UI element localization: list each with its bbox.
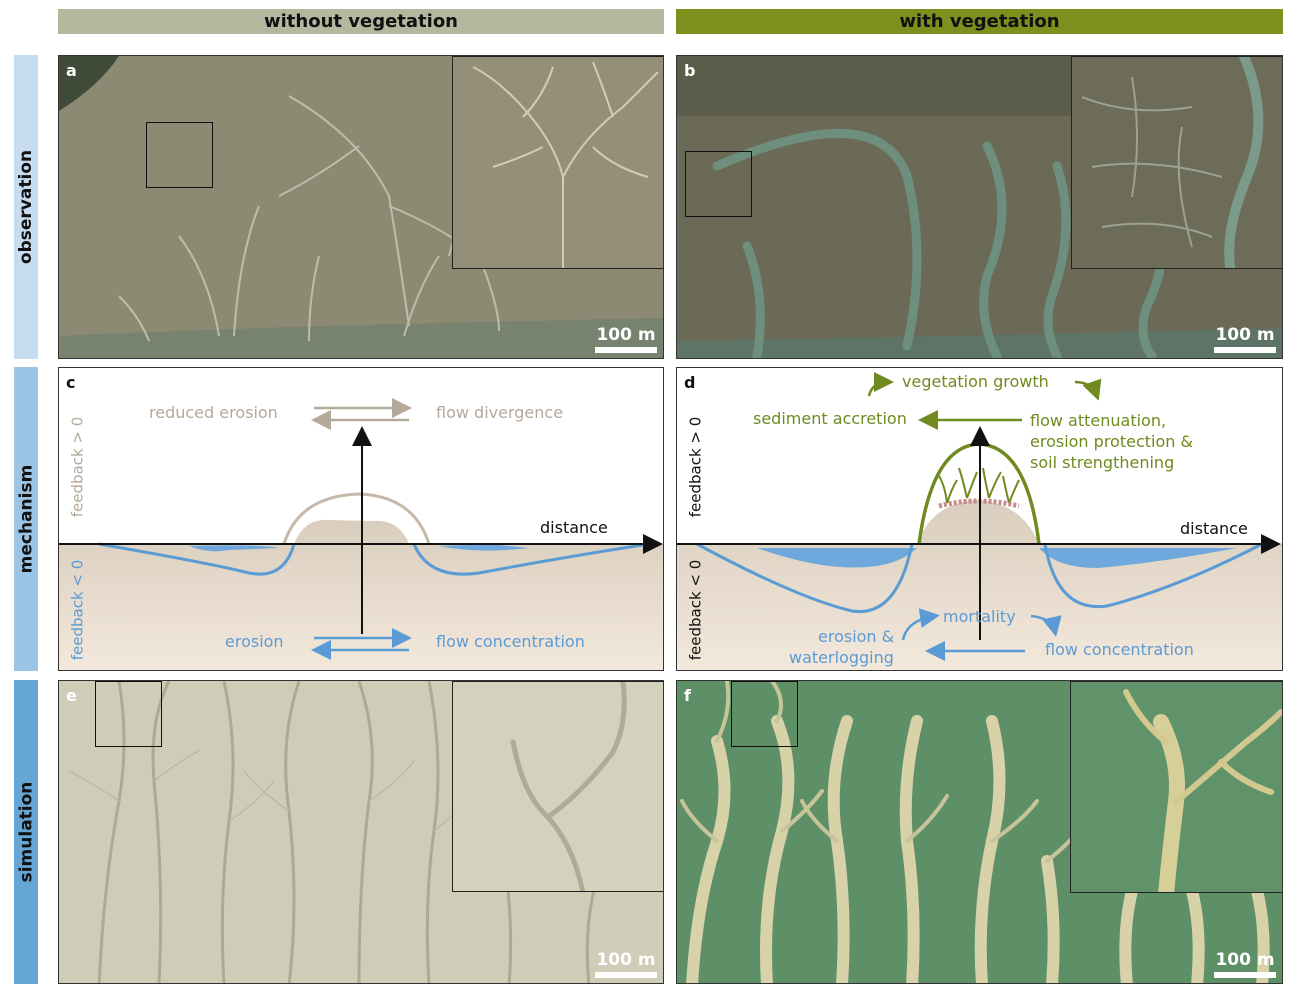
region-of-interest-box <box>146 122 213 188</box>
column-title-with-vegetation: with vegetation <box>899 11 1060 32</box>
vegetation-stems <box>938 467 1020 504</box>
channel-profile <box>98 542 650 576</box>
scale-text-f: 100 m <box>1215 950 1275 970</box>
channel-profile <box>696 542 1263 614</box>
water-surface-right <box>439 544 529 551</box>
curved-arrow-icon <box>901 608 940 641</box>
zoom-inset-f <box>1070 681 1282 893</box>
scale-bar-line-a <box>595 347 657 353</box>
label-flow-concentration: flow concentration <box>436 632 585 651</box>
scale-text-b: 100 m <box>1215 325 1275 345</box>
panel-c-mechanism-bare: c reduced erosion flow divergence erosio… <box>58 367 664 671</box>
zoom-inset-b <box>1071 56 1282 269</box>
panel-label-f: f <box>684 686 691 705</box>
label-flow-attenuation-3: soil strengthening <box>1030 453 1175 472</box>
panel-label-a: a <box>66 61 77 80</box>
mechanism-diagram-bare <box>59 398 663 670</box>
region-of-interest-box <box>685 151 752 217</box>
panel-label-c: c <box>66 373 76 392</box>
water-surface-left <box>757 548 917 568</box>
region-of-interest-box <box>731 681 798 747</box>
row-header-simulation: simulation <box>14 680 38 984</box>
inset-simulated-bare <box>453 682 663 891</box>
scale-text-e: 100 m <box>596 950 656 970</box>
axis-label-distance: distance <box>1180 519 1248 538</box>
label-reduced-erosion: reduced erosion <box>149 403 278 422</box>
scale-bar-line-e <box>595 972 657 978</box>
label-vegetation-growth: vegetation growth <box>902 372 1049 391</box>
panel-label-d: d <box>684 373 696 392</box>
panel-d-mechanism-vegetated: d vegetation growth sediment accretion f… <box>676 367 1283 671</box>
curved-arrow-icon <box>1074 378 1102 401</box>
scale-text-a: 100 m <box>596 325 656 345</box>
label-erosion-1: erosion & <box>818 627 895 646</box>
region-of-interest-box <box>95 681 162 747</box>
label-flow-divergence: flow divergence <box>436 403 564 422</box>
axis-label-distance: distance <box>540 518 608 537</box>
scale-bar-b: 100 m <box>1214 326 1276 353</box>
root-zone <box>938 498 1020 509</box>
column-header-without-vegetation: without vegetation <box>58 9 664 34</box>
mechanism-diagram-vegetated <box>677 372 1282 670</box>
row-label-simulation: simulation <box>16 781 37 883</box>
row-header-mechanism: mechanism <box>14 367 38 671</box>
scale-bar-line-f <box>1214 972 1276 978</box>
label-flow-attenuation-1: flow attenuation, <box>1030 411 1167 430</box>
water-surface-right <box>1039 548 1237 568</box>
inset-photo-vegetated <box>1072 57 1282 268</box>
feedback-negative-label: feedback < 0 <box>686 559 704 661</box>
inset-photo-bare <box>453 57 663 268</box>
label-sediment-accretion: sediment accretion <box>753 409 907 428</box>
panel-label-b: b <box>684 61 696 80</box>
water-surface-left <box>189 545 279 552</box>
curved-arrow-icon <box>867 372 894 397</box>
panel-e-simulation-bare: e 100 m <box>58 680 664 984</box>
label-mortality: mortality <box>943 607 1016 626</box>
feedback-positive-label: feedback > 0 <box>686 416 704 518</box>
scale-bar-e: 100 m <box>595 951 657 978</box>
zoom-inset-e <box>452 681 663 892</box>
zoom-inset-a <box>452 56 663 269</box>
label-erosion-2: waterlogging <box>789 648 894 667</box>
inset-simulated-vegetated <box>1071 682 1282 892</box>
hump-outline <box>282 492 431 545</box>
feedback-negative-label: feedback < 0 <box>68 559 86 661</box>
column-header-with-vegetation: with vegetation <box>676 9 1283 34</box>
row-label-mechanism: mechanism <box>16 464 37 574</box>
label-erosion: erosion <box>225 632 284 651</box>
scale-bar-a: 100 m <box>595 326 657 353</box>
scale-bar-line-b <box>1214 347 1276 353</box>
curved-arrow-icon <box>1030 614 1062 637</box>
label-flow-attenuation-2: erosion protection & <box>1030 432 1193 451</box>
row-header-observation: observation <box>14 55 38 359</box>
label-flow-concentration: flow concentration <box>1045 640 1194 659</box>
scale-bar-f: 100 m <box>1214 951 1276 978</box>
panel-a-observation-bare: a 100 m <box>58 55 664 359</box>
feedback-positive-label: feedback > 0 <box>68 416 86 518</box>
row-label-observation: observation <box>16 149 37 265</box>
panel-b-observation-vegetated: b 100 m <box>676 55 1283 359</box>
column-title-without-vegetation: without vegetation <box>263 11 458 32</box>
panel-f-simulation-vegetated: f 100 m <box>676 680 1283 984</box>
panel-label-e: e <box>66 686 77 705</box>
